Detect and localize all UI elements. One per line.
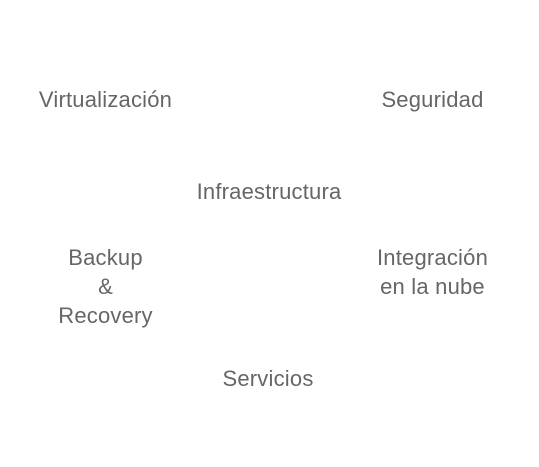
topic-backup-line-2: & — [98, 274, 113, 299]
topic-servicios: Servicios — [222, 366, 314, 391]
topic-integracion-line-1: Integración — [376, 245, 489, 270]
topic-backup-line-1: Backup — [68, 245, 143, 270]
topic-infraestructura: Infraestructura — [196, 179, 342, 204]
topic-seguridad: Seguridad — [381, 87, 484, 112]
topic-backup-line-3: Recovery — [58, 303, 153, 328]
topic-integracion-line-2: en la nube — [380, 274, 485, 299]
topic-integracion-nube: Integración en la nube — [330, 243, 535, 301]
topic-backup-recovery: Backup & Recovery — [0, 243, 211, 330]
topic-virtualizacion: Virtualización — [38, 87, 173, 112]
